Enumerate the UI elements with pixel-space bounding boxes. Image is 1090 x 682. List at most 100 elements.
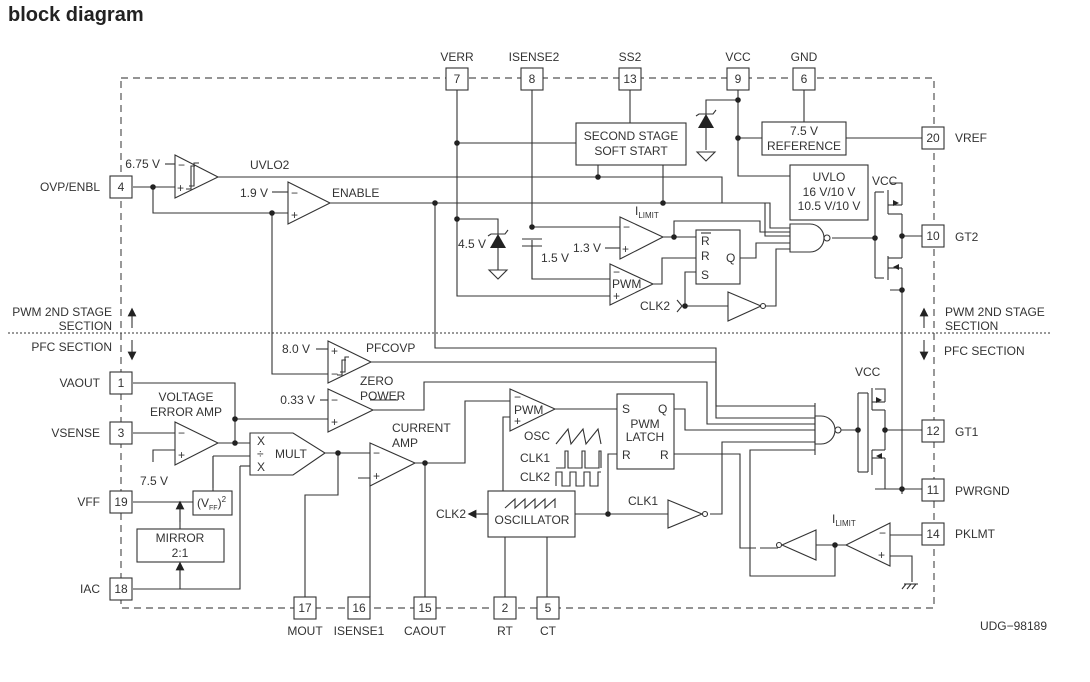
voltage-error-amp: − +: [174, 421, 220, 466]
vcc-label-2: VCC: [872, 174, 898, 188]
svg-text:20: 20: [926, 131, 940, 145]
clk1-label: CLK1: [628, 494, 658, 508]
svg-text:CT: CT: [540, 624, 557, 638]
svg-text:ZERO: ZERO: [360, 374, 393, 388]
svg-text:15: 15: [418, 601, 432, 615]
pin-14: 14 PKLMT: [921, 522, 996, 546]
sr-latch-2: R R S Q: [695, 229, 741, 285]
inverter-2: [727, 291, 767, 322]
svg-text:ISENSE1: ISENSE1: [334, 624, 385, 638]
svg-text:16: 16: [352, 601, 366, 615]
svg-text:−: −: [331, 393, 338, 407]
svg-text:POWER: POWER: [360, 389, 406, 403]
svg-text:VERR: VERR: [440, 50, 474, 64]
svg-text:18: 18: [114, 582, 128, 596]
svg-text:RT: RT: [497, 624, 513, 638]
clk1-pulse-icon: [556, 450, 602, 469]
svg-text:12: 12: [926, 424, 940, 438]
svg-text:GND: GND: [791, 50, 818, 64]
svg-text:GT2: GT2: [955, 230, 979, 244]
pin-11: 11 PWRGND: [921, 478, 1010, 502]
vcc-label-1: VCC: [855, 365, 881, 379]
mosfet-driver-1: [867, 388, 885, 475]
svg-text:10: 10: [926, 229, 940, 243]
svg-text:R: R: [660, 448, 669, 462]
clk2-input-label: CLK2: [640, 299, 670, 313]
svg-text:7: 7: [454, 72, 461, 86]
zener-voltage-label: 4.5 V: [458, 237, 486, 251]
svg-text:X: X: [257, 434, 265, 448]
pfcovp-label: PFCOVP: [366, 341, 415, 355]
voltage-error-amp-label: VOLTAGE ERROR AMP: [150, 390, 222, 419]
svg-text:(VFF)2: (VFF)2: [197, 495, 227, 512]
osc-sawtooth-icon: [555, 427, 602, 446]
svg-text:8: 8: [529, 72, 536, 86]
enable-ref-label: 1.9 V: [240, 186, 268, 200]
svg-text:OSCILLATOR: OSCILLATOR: [495, 513, 570, 527]
svg-text:OVP/ENBL: OVP/ENBL: [40, 180, 100, 194]
svg-text:PWM: PWM: [612, 277, 641, 291]
svg-text:÷: ÷: [257, 447, 264, 461]
pin-3: 3 VSENSE: [51, 421, 133, 445]
uvlo-block: UVLO 16 V/10 V 10.5 V/10 V: [789, 164, 869, 221]
svg-text:PWRGND: PWRGND: [955, 484, 1010, 498]
mirror-block: MIRROR 2:1: [136, 528, 225, 563]
svg-text:SOFT START: SOFT START: [594, 144, 668, 158]
pin-9: 9 VCC: [725, 50, 751, 91]
svg-text:+: +: [878, 548, 885, 562]
pin-2: 2 RT: [493, 596, 517, 638]
osc-wave-label: OSC: [524, 429, 550, 443]
svg-text:SECOND STAGE: SECOND STAGE: [584, 129, 678, 143]
svg-text:2:1: 2:1: [172, 546, 189, 560]
section-label-pfc-left: PFC SECTION: [31, 340, 112, 354]
current-amp: − +: [369, 442, 417, 487]
pfcovp-ref-label: 8.0 V: [282, 342, 310, 356]
pin-5: 5 CT: [536, 596, 560, 638]
pin-20: 20 VREF: [921, 126, 987, 150]
ilimit-comparator-1: − +: [844, 522, 891, 567]
svg-text:CURRENT: CURRENT: [392, 421, 451, 435]
uvlo2-ref-label: 6.75 V: [125, 157, 160, 171]
pin-18: 18 IAC: [80, 577, 133, 601]
svg-text:LATCH: LATCH: [626, 430, 664, 444]
multiplier-block: X ÷ X MULT: [249, 432, 327, 476]
svg-text:7.5 V: 7.5 V: [790, 124, 818, 138]
ilimit-label: ILIMIT: [635, 204, 659, 220]
svg-text:+: +: [622, 242, 629, 256]
inverter-clk1: [667, 499, 709, 529]
pin-4: 4 OVP/ENBL: [40, 175, 133, 199]
svg-text:CAOUT: CAOUT: [404, 624, 447, 638]
svg-text:−: −: [178, 426, 185, 440]
oscillator-block: OSCILLATOR: [487, 490, 576, 538]
svg-text:UVLO: UVLO: [813, 170, 846, 184]
svg-text:+: +: [291, 208, 298, 222]
pwm-comparator-2: − PWM +: [609, 263, 655, 306]
pin-19: 19 VFF: [77, 490, 133, 514]
svg-text:−: −: [613, 265, 620, 279]
svg-text:MIRROR: MIRROR: [156, 531, 205, 545]
svg-text:PWM 2ND STAGE: PWM 2ND STAGE: [12, 305, 112, 319]
svg-text:VSENSE: VSENSE: [51, 426, 100, 440]
svg-text:SECTION: SECTION: [945, 319, 998, 333]
svg-text:+: +: [177, 181, 184, 195]
section-label-pwm-right: PWM 2ND STAGE SECTION: [945, 305, 1045, 333]
svg-text:+: +: [613, 289, 620, 303]
svg-text:−: −: [373, 446, 380, 460]
pin-12: 12 GT1: [921, 419, 979, 443]
svg-text:+: +: [514, 414, 521, 428]
svg-text:VFF: VFF: [77, 495, 100, 509]
inverter-ilimit: [775, 529, 817, 561]
pin-16: 16 ISENSE1: [334, 596, 385, 638]
ilimit-label-lower: ILIMIT: [832, 512, 856, 528]
svg-text:PWM: PWM: [514, 403, 543, 417]
pin-8: 8 ISENSE2: [509, 50, 560, 91]
svg-text:PWM 2ND STAGE: PWM 2ND STAGE: [945, 305, 1045, 319]
svg-text:VOLTAGE: VOLTAGE: [159, 390, 214, 404]
vea-ref-label: 7.5 V: [140, 474, 168, 488]
svg-text:5: 5: [545, 601, 552, 615]
svg-text:AMP: AMP: [392, 436, 418, 450]
svg-text:−: −: [331, 367, 338, 381]
enable-comparator: − +: [287, 181, 332, 225]
svg-text:+: +: [373, 469, 380, 483]
